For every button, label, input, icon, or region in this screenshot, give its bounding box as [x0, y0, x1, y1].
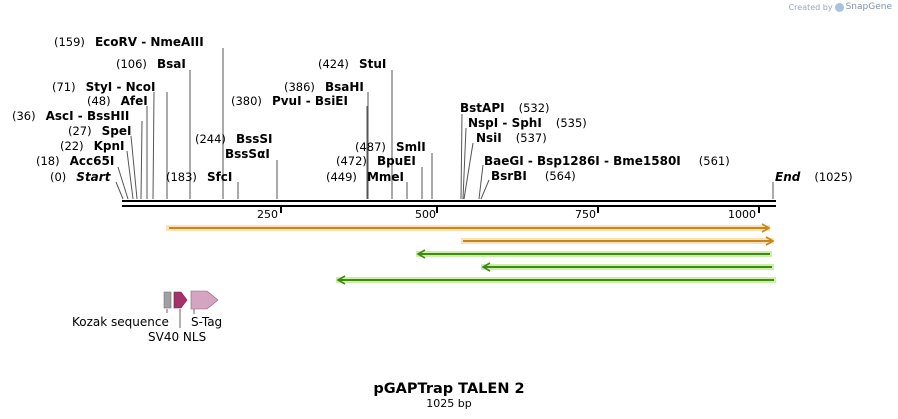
sequence-backbone: [122, 200, 776, 213]
forward-arrow-2: [461, 236, 775, 246]
site-label: (18)Acc65I: [36, 154, 114, 168]
site-label: (36)AscI - BssHII: [12, 109, 129, 123]
site-label: NspI - SphI(535): [468, 116, 587, 130]
feature-sv40-nls: SV40 NLS: [148, 291, 206, 344]
feature-label: Kozak sequence: [72, 315, 169, 329]
credit-watermark: Created by SnapGene: [789, 2, 892, 12]
site-label: (0)Start: [50, 170, 112, 184]
site-label: (106)BsaI: [116, 57, 186, 71]
reverse-arrow-1: [416, 249, 772, 259]
restriction-sites: (0)Start (18)Acc65I (22)KpnI (27)SpeI (3…: [12, 35, 853, 184]
site-label: (71)StyI - NcoI: [52, 80, 155, 94]
site-label: (472)BpuEI: [336, 154, 416, 168]
tick-label: 750: [575, 208, 596, 221]
reverse-arrow-2: [481, 262, 774, 272]
tick-label: 1000: [728, 208, 756, 221]
site-label: (48)AfeI: [87, 94, 148, 108]
site-label: (159)EcoRV - NmeAIII: [54, 35, 204, 49]
feature-kozak-sequence: Kozak sequence: [72, 291, 172, 329]
credit-brand: SnapGene: [845, 2, 892, 12]
site-label: (244)BssSI: [195, 132, 272, 146]
site-label: BsrBI(564): [491, 169, 576, 183]
tick-label: 250: [257, 208, 278, 221]
site-label: (487)SmlI: [355, 140, 426, 154]
site-label: (449)MmeI: [326, 170, 404, 184]
site-label: (22)KpnI: [60, 139, 125, 153]
site-label: (386)BsaHI: [284, 80, 364, 94]
credit-prefix: Created by: [788, 2, 833, 12]
site-label: (183)SfcI: [166, 170, 232, 184]
snapgene-logo-icon: [834, 2, 844, 12]
tick-label: 500: [415, 208, 436, 221]
map-length: 1025 bp: [426, 397, 471, 410]
site-label: BstAPI(532): [460, 101, 550, 115]
map-title: pGAPTrap TALEN 2: [373, 381, 524, 397]
site-label: BssSαI: [225, 147, 270, 161]
forward-arrow-1: [166, 223, 771, 233]
feature-label: S-Tag: [191, 315, 222, 329]
reverse-arrow-3: [336, 275, 776, 285]
feature-label: SV40 NLS: [148, 330, 206, 344]
site-label: BaeGI - Bsp1286I - Bme1580I(561): [484, 154, 730, 168]
site-label: (424)StuI: [318, 57, 386, 71]
ruler-ticks: 250 500 750 1000: [257, 208, 756, 221]
site-label: NsiI(537): [476, 131, 547, 145]
site-leader-lines: [115, 48, 774, 200]
feature-s-tag: S-Tag: [190, 290, 222, 329]
site-label: (27)SpeI: [68, 124, 131, 138]
site-label: (380)PvuI - BsiEI: [231, 94, 348, 108]
site-label: End(1025): [775, 170, 853, 184]
